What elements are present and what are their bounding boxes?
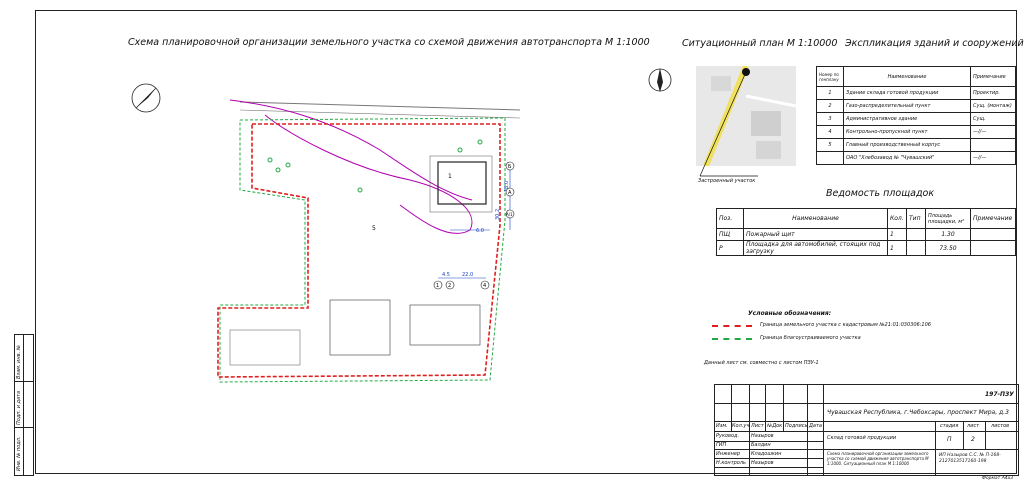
axis-a: А — [508, 190, 512, 196]
doc-code: 197-ПЗУ — [985, 391, 1014, 398]
situation-title: Ситуационный план М 1:10000 — [682, 38, 838, 49]
legend-item-improvement: Граница благоустраиваемого участка — [760, 335, 861, 341]
dim-6: 6.0 — [476, 228, 484, 234]
format-label: Формат А4х3 — [982, 476, 1014, 481]
side-stamp: Взам. инв. № Подп. и дата Инв. № подл. — [14, 334, 34, 476]
explication-title: Экспликация зданий и сооружений — [845, 38, 1024, 49]
address: Чувашская Республика, г.Чебоксары, просп… — [827, 409, 1009, 416]
dim-22: 22.0 — [462, 272, 473, 278]
areas-table: Поз. Наименование Кол. Тип Площадь площа… — [716, 208, 1016, 256]
side-stamp-sign: Подп. и дата — [16, 390, 22, 425]
side-stamp-replace: Взам. инв. № — [16, 345, 22, 379]
areas-title: Ведомость площадок — [826, 188, 935, 199]
axis-4: 4 — [483, 283, 486, 289]
legend-swatch-red — [712, 325, 752, 327]
sheet-title: Схема планировочной организации земельно… — [827, 451, 929, 466]
dim-30: 30.2 — [495, 209, 501, 220]
situation-label: Застроенный участок — [698, 178, 756, 184]
dim-4-5: 4.5 — [442, 272, 450, 278]
legend-title: Условные обозначения: — [748, 310, 832, 317]
situation-map — [696, 66, 796, 166]
site-plan: 18.0 30.2 22.0 4.5 6.0 1 5 1 2 4 Б А А/1 — [217, 99, 521, 383]
drawing-frame — [35, 10, 1017, 474]
sheet-note: Данный лист см. совместно с листом ПЗУ-1 — [704, 360, 819, 366]
north-arrow-situation-icon — [648, 68, 672, 92]
north-arrow-icon — [131, 83, 161, 113]
axis-b: Б — [508, 164, 512, 170]
bldg-1-label: 1 — [448, 173, 452, 180]
axis-a1: А/1 — [506, 212, 513, 217]
title-block: 197-ПЗУ Чувашская Республика, г.Чебоксар… — [714, 384, 1019, 476]
object-name: Склад готовой продукции — [827, 435, 897, 441]
legend-item-cadastral: Граница земельного участка с кадастровым… — [760, 322, 931, 328]
axis-2: 2 — [448, 283, 451, 289]
dim-18: 18.0 — [504, 181, 510, 192]
sheet-value: 2 — [971, 436, 975, 443]
bldg-5-label: 5 — [372, 225, 376, 232]
plan-title: Схема планировочной организации земельно… — [128, 37, 650, 48]
side-stamp-inv: Инв. № подл. — [16, 436, 22, 472]
company: ИП Назыров С.С. № П-168-2127013517160-19… — [939, 453, 1001, 464]
legend-swatch-green — [712, 338, 752, 340]
situation-leader — [699, 71, 758, 177]
explication-table: Номер по генплану Наименование Примечани… — [816, 66, 1016, 165]
axis-1: 1 — [436, 283, 439, 289]
stage-value: П — [947, 436, 952, 443]
